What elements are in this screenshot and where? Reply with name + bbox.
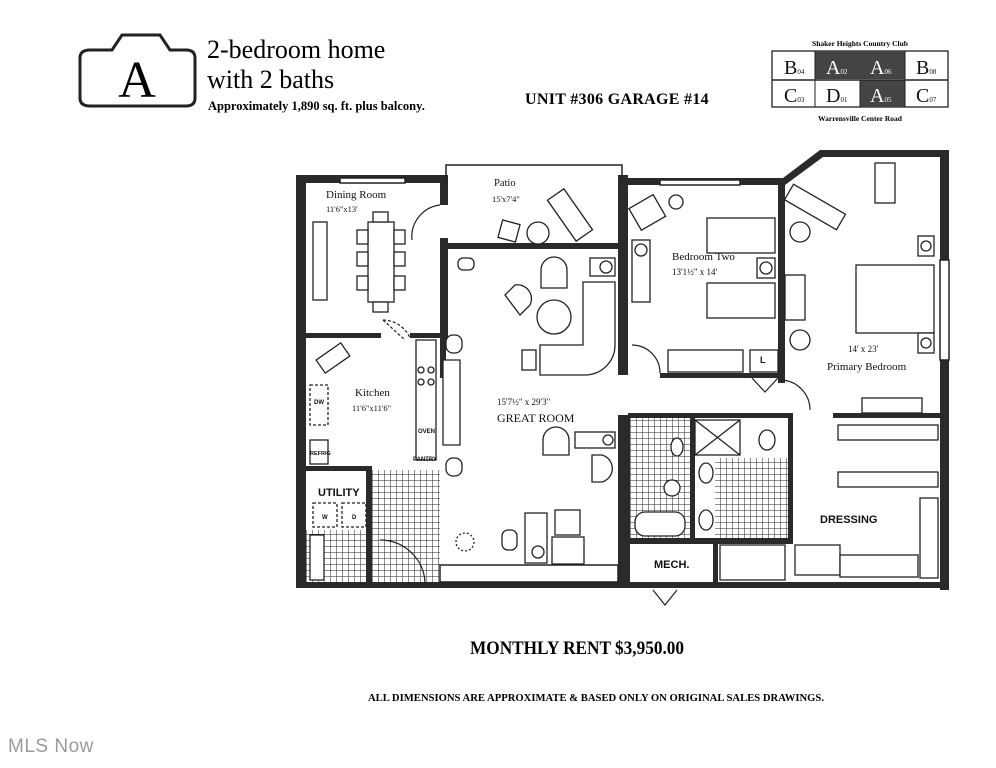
kitchen-label: Kitchen — [355, 387, 390, 399]
bedroom-two-label: Bedroom Two — [672, 251, 735, 263]
unit-garage-info: UNIT #306 GARAGE #14 — [525, 91, 709, 108]
patio-label: Patio — [494, 178, 516, 189]
patio-outline — [339, 164, 950, 583]
primary-bedroom-label: Primary Bedroom — [827, 361, 907, 373]
title-line-2: with 2 baths — [207, 65, 334, 94]
patio-size: 15'x7'4" — [492, 194, 520, 204]
key-plan-unit: B08 — [916, 57, 937, 79]
mls-watermark: MLS Now — [8, 736, 94, 757]
linen-closet-label: L — [760, 355, 766, 365]
dining-room-size: 11'6"x13' — [326, 204, 358, 214]
washer-label: W — [322, 515, 328, 521]
key-plan-bottom-label: Warrensville Center Road — [818, 114, 903, 123]
furniture — [309, 162, 939, 581]
dressing-label: DRESSING — [820, 514, 877, 526]
disclaimer: ALL DIMENSIONS ARE APPROXIMATE & BASED O… — [368, 693, 824, 704]
model-logo: A — [78, 33, 197, 109]
dryer-label: D — [352, 515, 357, 521]
key-plan-unit: B04 — [784, 57, 805, 79]
great-room-size: 15'7½" x 29'3" — [497, 397, 551, 407]
dining-room-label: Dining Room — [326, 189, 387, 201]
kitchen-size: 11'6"x11'6" — [352, 403, 391, 413]
primary-bedroom-size: 14' x 23' — [848, 344, 879, 354]
subtitle: Approximately 1,890 sq. ft. plus balcony… — [208, 99, 425, 113]
key-plan-unit: C03 — [784, 85, 805, 107]
doors — [379, 204, 811, 606]
title-line-1: 2-bedroom home — [207, 35, 385, 64]
logo-letter: A — [118, 52, 156, 109]
key-plan-unit: C07 — [916, 85, 937, 107]
utility-label: UTILITY — [318, 487, 360, 499]
oven-label: OVEN — [418, 429, 435, 435]
walls — [296, 150, 949, 590]
pantry-label: PANTRY — [413, 457, 437, 463]
key-plan-top-label: Shaker Heights Country Club — [812, 39, 908, 48]
refrigerator-label: REFRIG — [310, 451, 331, 457]
monthly-rent: MONTHLY RENT $3,950.00 — [470, 638, 684, 659]
dishwasher-label: DW — [314, 400, 324, 406]
great-room-label: GREAT ROOM — [497, 411, 575, 425]
mech-label: MECH. — [654, 559, 689, 571]
bedroom-two-size: 13'1½" x 14' — [672, 267, 718, 277]
key-plan-unit: D01 — [826, 85, 848, 107]
